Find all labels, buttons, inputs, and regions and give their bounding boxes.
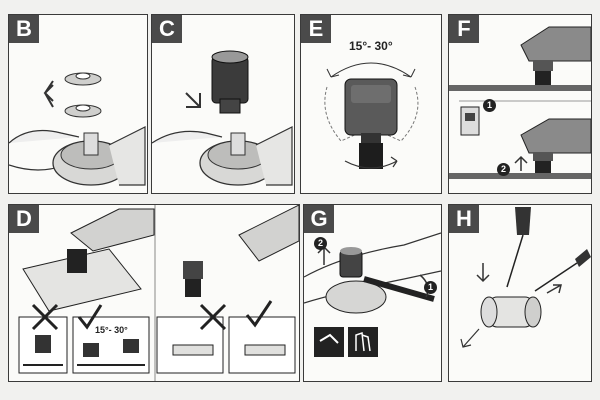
angle-range-label: 15°- 30° bbox=[95, 325, 128, 335]
angle-illustration bbox=[324, 62, 419, 169]
spanner-illustration bbox=[304, 232, 441, 357]
step-number: 2 bbox=[314, 237, 327, 250]
panel-f: F 1 2 bbox=[448, 14, 592, 194]
panel-label: D bbox=[9, 205, 39, 233]
angle-range-label: 15°- 30° bbox=[349, 39, 393, 53]
panel-g: G 2 1 bbox=[303, 204, 442, 382]
panel-label: C bbox=[152, 15, 182, 43]
panel-label: B bbox=[9, 15, 39, 43]
panel-label: H bbox=[449, 205, 479, 233]
panel-e: E 15°- 30° bbox=[300, 14, 442, 194]
panel-h: H bbox=[448, 204, 592, 382]
grinding-angle-illustration bbox=[18, 205, 299, 381]
panel-label: E bbox=[301, 15, 331, 43]
disc-check-illustration bbox=[449, 26, 591, 179]
panel-c: C bbox=[151, 14, 295, 194]
socket-install-illustration bbox=[152, 50, 293, 186]
panel-label: G bbox=[304, 205, 334, 233]
flange-install-illustration bbox=[9, 72, 146, 186]
panel-label: F bbox=[449, 15, 479, 43]
step-number: 1 bbox=[483, 99, 496, 112]
panel-d: D 15°- 30° bbox=[8, 204, 300, 382]
step-number: 1 bbox=[424, 281, 437, 294]
screwdriver-illustration bbox=[460, 207, 591, 348]
step-number: 2 bbox=[497, 163, 510, 176]
panel-b: B bbox=[8, 14, 148, 194]
